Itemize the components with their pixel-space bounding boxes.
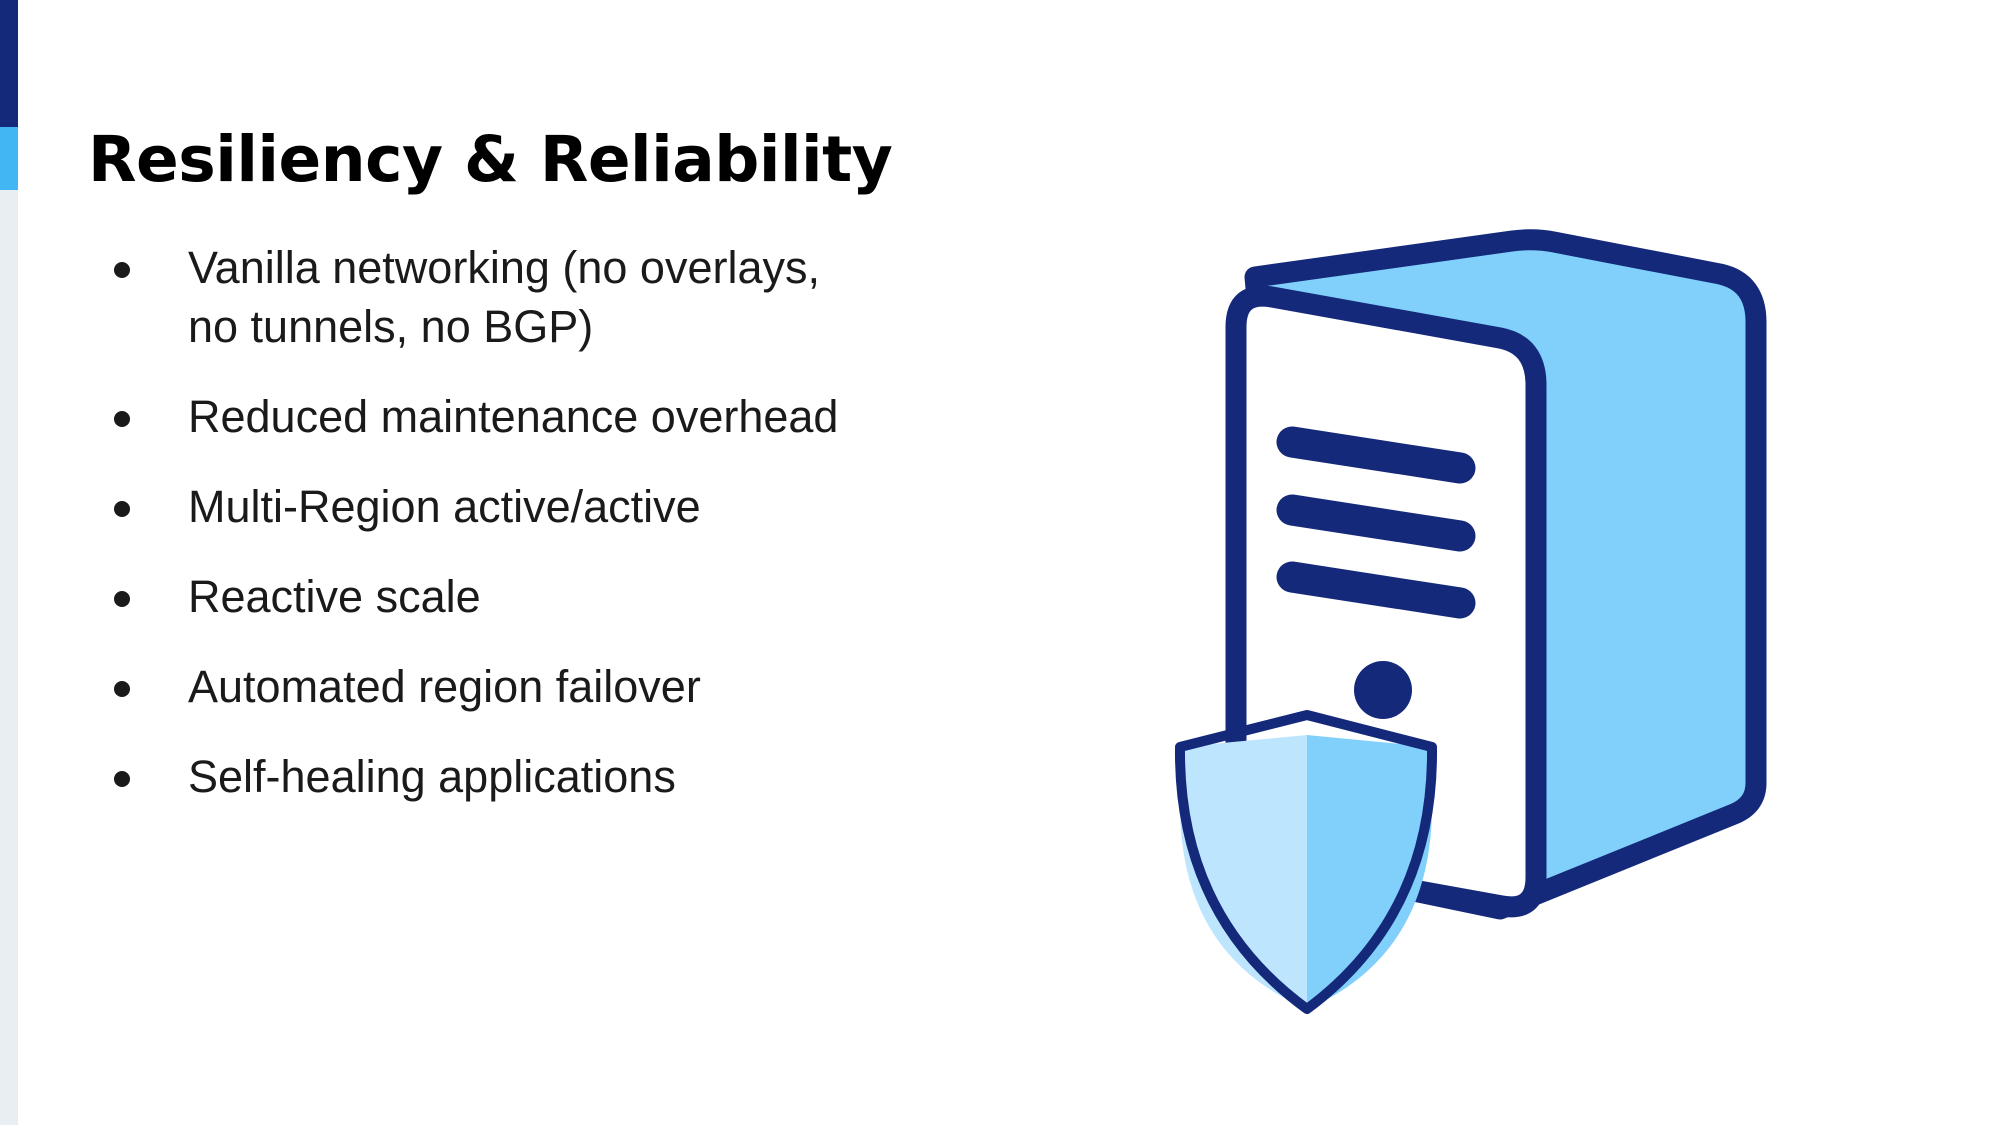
side-accent-strip [0,0,18,1125]
bullet-dot-icon [110,477,188,536]
bullet-list: Vanilla networking (no overlays, no tunn… [110,238,910,837]
accent-bar-dark [0,0,18,127]
bullet-line: Reactive scale [188,571,481,622]
bullet-line: Automated region failover [188,661,701,712]
power-button-icon [1354,661,1412,719]
bullet-item: Automated region failover [110,657,910,716]
bullet-text: Self-healing applications [188,747,910,806]
bullet-line: Reduced maintenance overhead [188,391,839,442]
bullet-text: Reactive scale [188,567,910,626]
vent-line [1276,426,1476,484]
accent-bar-light [0,127,18,190]
bullet-item: Vanilla networking (no overlays, no tunn… [110,238,910,356]
bullet-item: Reduced maintenance overhead [110,387,910,446]
bullet-line: no tunnels, no BGP) [188,301,594,352]
bullet-dot-icon [110,238,188,297]
bullet-item: Reactive scale [110,567,910,626]
slide-title: Resiliency & Reliability [88,123,893,196]
bullet-line: Vanilla networking (no overlays, [188,242,820,293]
bullet-dot-icon [110,747,188,806]
bullet-item: Multi-Region active/active [110,477,910,536]
vent-line [1276,494,1476,552]
server-with-shield-icon [1174,229,1767,1014]
vent-line [1276,561,1476,619]
bullet-text: Automated region failover [188,657,910,716]
bullet-text: Vanilla networking (no overlays, no tunn… [188,238,910,356]
bullet-dot-icon [110,387,188,446]
bullet-dot-icon [110,567,188,626]
bullet-line: Self-healing applications [188,751,676,802]
bullet-dot-icon [110,657,188,716]
bullet-text: Reduced maintenance overhead [188,387,910,446]
shield-icon [1174,710,1438,1014]
bullet-item: Self-healing applications [110,747,910,806]
bullet-line: Multi-Region active/active [188,481,701,532]
bullet-text: Multi-Region active/active [188,477,910,536]
